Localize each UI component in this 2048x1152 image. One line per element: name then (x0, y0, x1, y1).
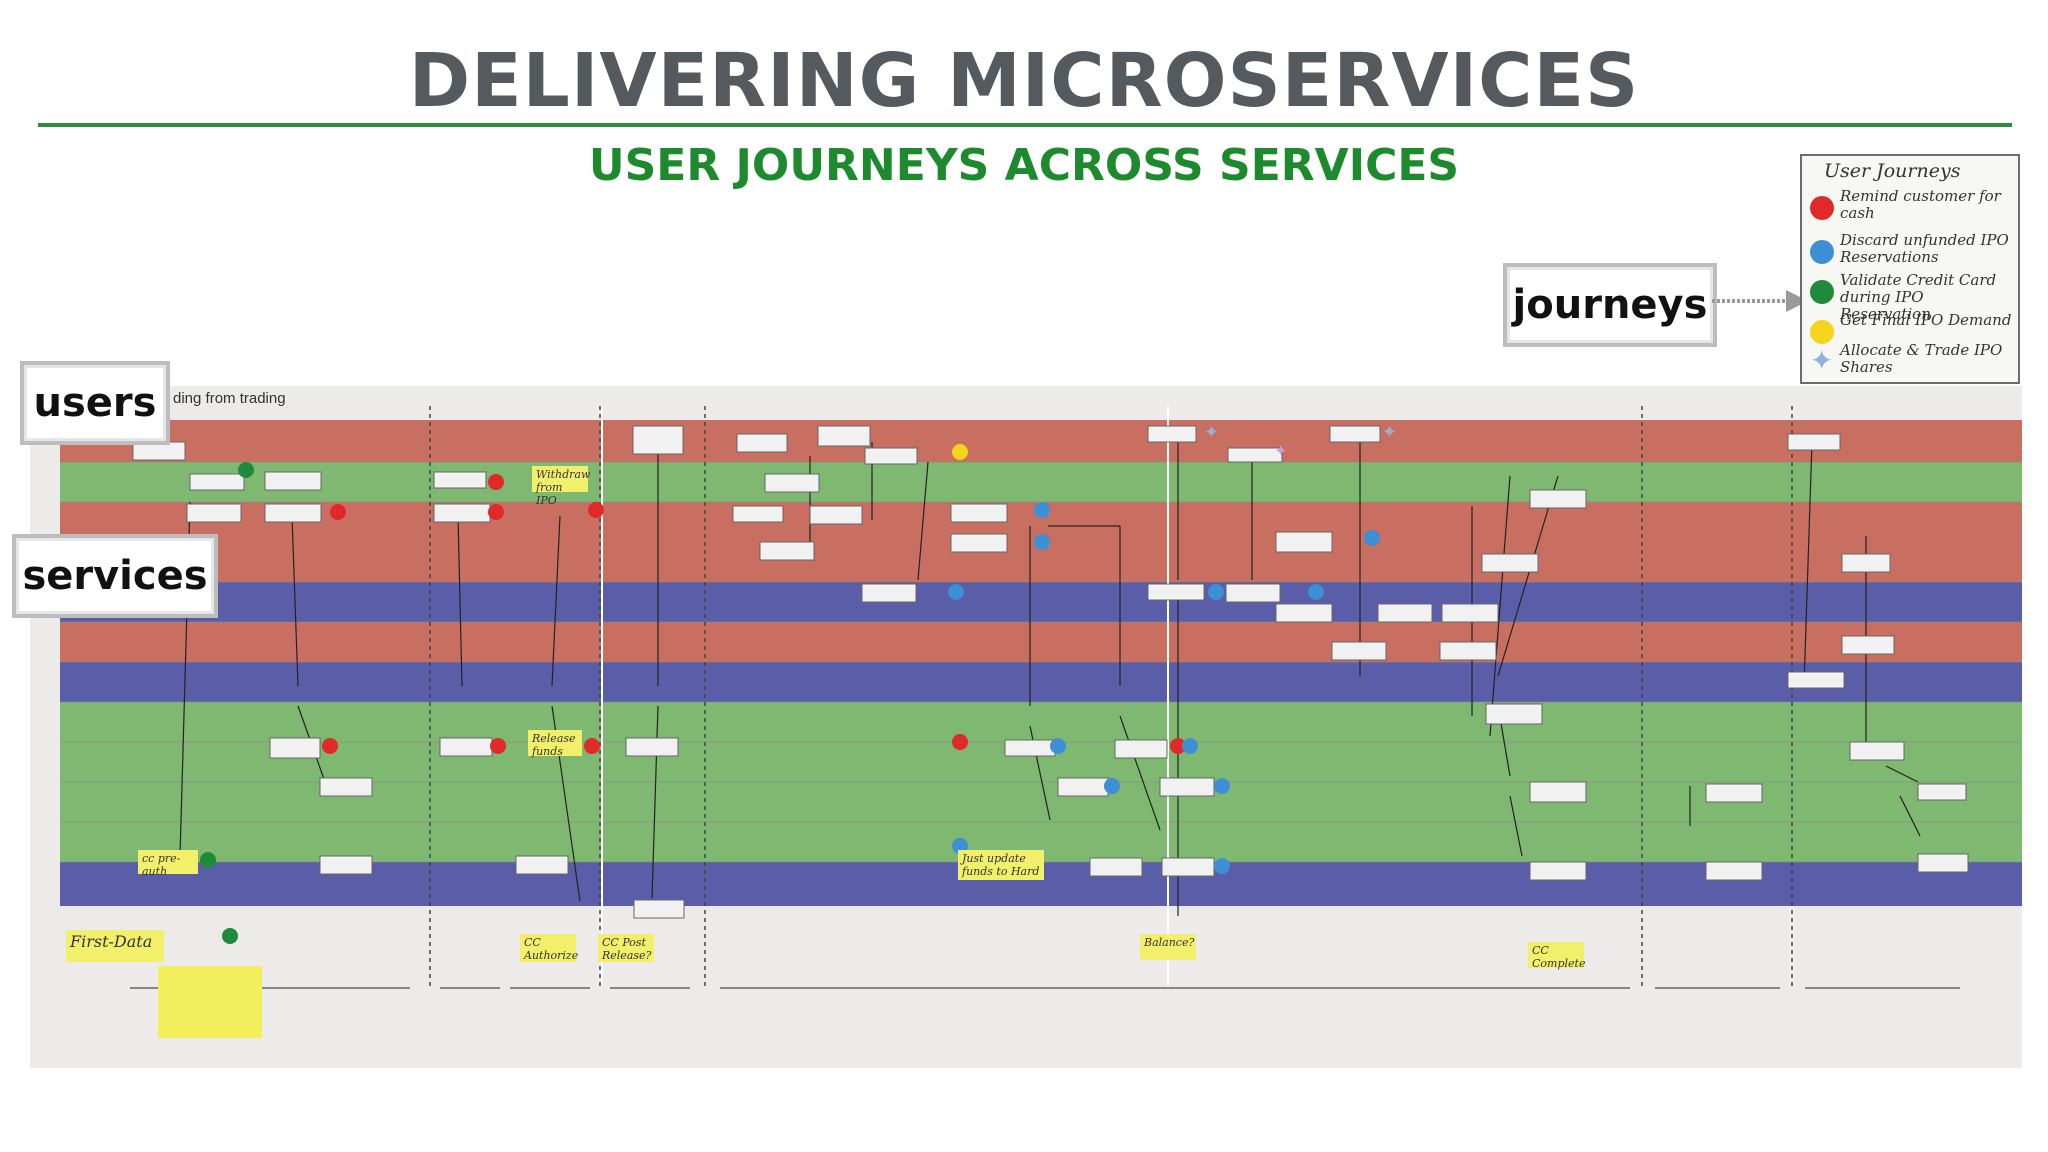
star-icon: ✦ (1810, 345, 1834, 376)
lane-brokerage (60, 662, 2022, 702)
sticky-first-data: First-Data (66, 930, 164, 962)
sticky-first-data-label: First-Data (70, 932, 153, 951)
services-callout: services (12, 534, 218, 618)
legend-item-validate-card: Validate Credit Card during IPO Reservat… (1810, 270, 2018, 323)
page-title: DELIVERING MICROSERVICES (408, 38, 1640, 124)
sticky-just-update-funds: Just update funds to Hard (958, 850, 1044, 880)
sticky-release-funds: Release funds (528, 730, 582, 758)
blue-dot-icon (1810, 240, 1834, 264)
sticky-cc-complete: CC Complete (1528, 942, 1586, 970)
sticky-balance: Balance? (1140, 934, 1196, 960)
journeys-arrow (1712, 290, 1808, 312)
lane-allocation (60, 582, 2022, 622)
lane-customer (60, 462, 2022, 502)
svg-text:✦: ✦ (1274, 443, 1287, 460)
legend-item-discard-unfunded: Discard unfunded IPO Reservations (1810, 230, 2018, 268)
green-dot-icon (1810, 280, 1834, 304)
page-subtitle: USER JOURNEYS ACROSS SERVICES (588, 140, 1460, 191)
lane-order (60, 622, 2022, 662)
sticky-cc-authorize-label: CC Authorize (524, 936, 579, 962)
legend-item-label: Discard unfunded IPO Reservations (1840, 231, 2009, 266)
journey-legend: User Journeys Remind customer for cash D… (1800, 154, 2020, 384)
legend-item-remind-cash: Remind customer for cash (1810, 186, 2018, 224)
lane-funding (60, 702, 2022, 742)
sticky-cc-authorize: CC Authorize (520, 934, 579, 962)
swimlanes-diagram: ✦ ✦ ✦ (60, 406, 2022, 989)
legend-item-label: Allocate & Trade IPO Shares (1840, 341, 2003, 376)
journey-wall-photo: ✦ ✦ ✦ ding from trading First-Data cc pr… (30, 386, 2022, 1068)
svg-text:✦: ✦ (1382, 422, 1397, 442)
legend-item-label: Validate Credit Card during IPO Reservat… (1840, 271, 1997, 323)
sticky-withdraw-from-ipo: Withdraw from IPO (532, 466, 590, 507)
title-divider (38, 123, 2012, 127)
photo-caption: ding from trading (173, 390, 286, 407)
sticky-release-funds-label: Release funds (532, 732, 576, 758)
legend-item-final-demand: Get Final IPO Demand (1810, 310, 2018, 348)
sticky-question-note (158, 966, 262, 1038)
users-callout-label: users (33, 380, 157, 426)
legend-item-allocate-trade: ✦ Allocate & Trade IPO Shares (1810, 340, 2018, 378)
sticky-just-update-funds-label: Just update funds to Hard (962, 852, 1040, 878)
legend-item-label: Remind customer for cash (1840, 187, 2001, 222)
svg-text:✦: ✦ (1204, 422, 1219, 442)
legend-item-label: Get Final IPO Demand (1840, 311, 2012, 329)
sticky-cc-post-release: CC Post Release? (598, 934, 654, 962)
legend-title: User Journeys (1824, 160, 1961, 182)
sticky-withdraw-from-ipo-label: Withdraw from IPO (536, 468, 591, 507)
services-callout-label: services (22, 553, 208, 599)
sticky-cc-complete-label: CC Complete (1532, 944, 1586, 970)
sticky-cc-pre-auth-label: cc pre-auth (142, 852, 181, 878)
journeys-callout: journeys (1503, 263, 1717, 347)
lane-users (60, 420, 2022, 462)
journeys-callout-label: journeys (1512, 282, 1708, 328)
lane-ach (60, 782, 2022, 822)
red-dot-icon (1810, 196, 1834, 220)
yellow-dot-icon (1810, 320, 1834, 344)
sticky-balance-label: Balance? (1144, 936, 1195, 949)
sticky-cc-pre-auth: cc pre-auth (138, 850, 198, 878)
sticky-cc-post-release-label: CC Post Release? (602, 936, 652, 962)
users-callout: users (20, 361, 170, 445)
